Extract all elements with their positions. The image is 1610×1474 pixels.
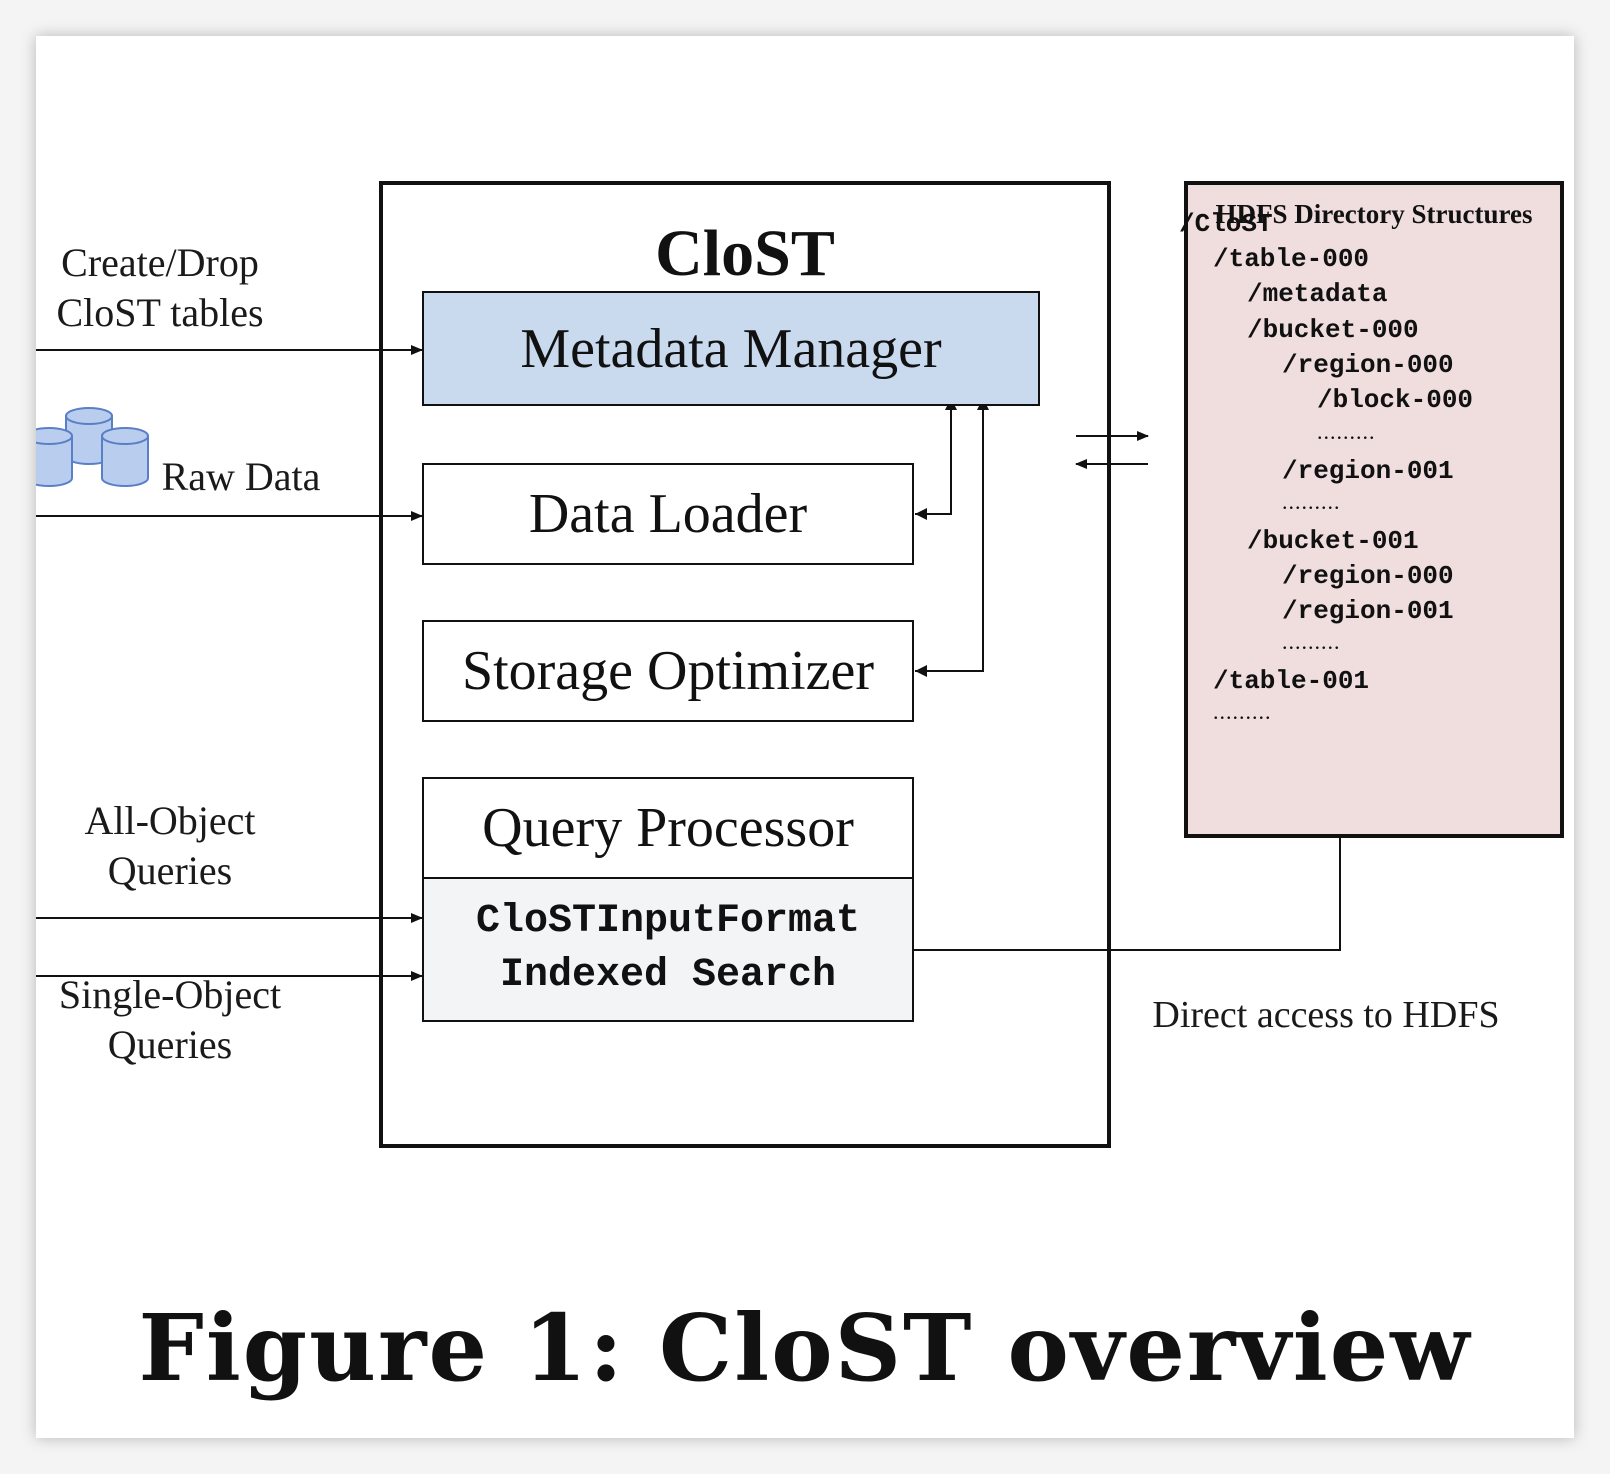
- tree-ellipsis: .........: [1282, 629, 1341, 654]
- connector-layer: [36, 241, 1346, 981]
- tree-ellipsis: .........: [1213, 699, 1272, 724]
- all-object-label-line2: Queries: [107, 848, 233, 893]
- create-drop-label-line2: CloST tables: [56, 290, 264, 335]
- tree-item: /bucket-001: [1247, 526, 1419, 556]
- clost-system-box: CloST: [379, 181, 1111, 1148]
- tree-item: /bucket-000: [1247, 315, 1419, 345]
- tree-item: /table-001: [1213, 666, 1370, 696]
- query-processor-subbox: CloSTInputFormat Indexed Search: [422, 877, 914, 1022]
- metadata-manager-box: Metadata Manager: [422, 291, 1040, 406]
- tree-item: /region-001: [1282, 596, 1454, 626]
- direct-access-link: [913, 806, 1341, 951]
- indexed-search-label: Indexed Search: [499, 953, 837, 998]
- figure-page: Create/Drop CloST tables Raw Data All-Ob…: [36, 36, 1574, 1438]
- tree-item: /region-001: [1282, 456, 1454, 486]
- create-drop-label: Create/Drop CloST tables: [50, 238, 270, 338]
- metadata-manager-label: Metadata Manager: [520, 317, 942, 380]
- hdfs-directory-box: HDFS Directory Structures: [1184, 181, 1564, 838]
- single-object-label: Single-Object Queries: [50, 970, 290, 1070]
- figure-caption: Figure 1: CloST overview: [138, 1294, 1472, 1402]
- single-object-label-line1: Single-Object: [58, 972, 282, 1017]
- all-object-label-line1: All-Object: [84, 798, 256, 843]
- all-object-label: All-Object Queries: [70, 796, 270, 896]
- metadata-optimizer-arrow-left: [915, 665, 927, 677]
- single-object-label-line2: Queries: [107, 1022, 233, 1067]
- tree-item: /table-000: [1213, 244, 1370, 274]
- hdfs-title: HDFS Directory Structures: [1215, 199, 1533, 229]
- storage-optimizer-label: Storage Optimizer: [461, 640, 875, 702]
- tree-ellipsis: .........: [1282, 489, 1341, 514]
- query-processor-label: Query Processor: [482, 797, 854, 859]
- storage-optimizer-box: Storage Optimizer: [422, 620, 914, 722]
- query-processor-box: Query Processor: [422, 777, 914, 879]
- metadata-optimizer-link: [915, 408, 984, 672]
- raw-data-label: Raw Data: [161, 454, 321, 499]
- tree-ellipsis: .........: [1317, 419, 1376, 444]
- tree-item: /metadata: [1247, 279, 1388, 309]
- metadata-loader-arrow-left: [915, 508, 927, 520]
- input-format-label: CloSTInputFormat: [475, 899, 861, 944]
- tree-item: /region-000: [1282, 561, 1454, 591]
- data-loader-label: Data Loader: [528, 483, 808, 545]
- tree-item: /block-000: [1317, 385, 1474, 415]
- create-drop-label-line1: Create/Drop: [61, 240, 259, 285]
- database-icon: [36, 407, 149, 487]
- tree-item: /CloST: [1179, 209, 1273, 239]
- data-loader-box: Data Loader: [422, 463, 914, 565]
- direct-access-label: Direct access to HDFS: [1152, 994, 1500, 1036]
- tree-item: /region-000: [1282, 350, 1454, 380]
- clost-title: CloST: [655, 217, 835, 290]
